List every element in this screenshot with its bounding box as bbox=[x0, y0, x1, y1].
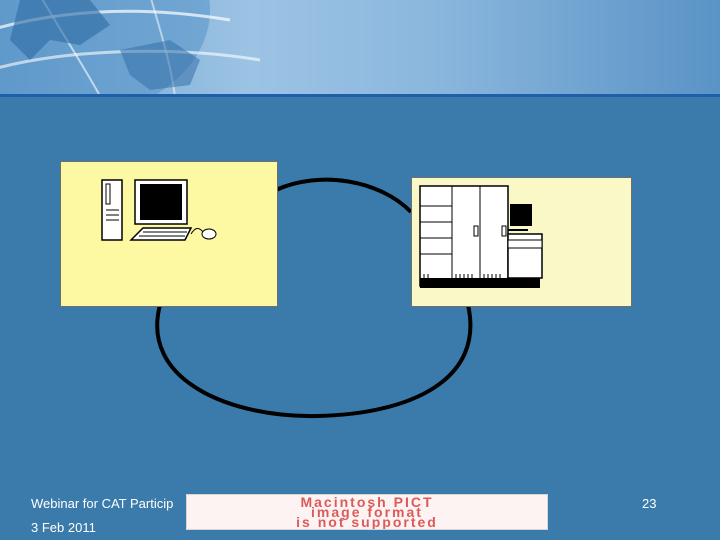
desktop-computer-icon bbox=[101, 179, 217, 241]
placeholder-line-1: Macintosh PICT bbox=[300, 494, 434, 510]
header-banner bbox=[0, 0, 720, 96]
globe-graphic bbox=[0, 0, 261, 96]
footer-title: Webinar for CAT Particip bbox=[31, 496, 174, 511]
unsupported-image-placeholder: Macintosh PICT image format is not suppo… bbox=[186, 494, 548, 530]
server-rack-icon bbox=[419, 185, 543, 288]
header-rule bbox=[0, 94, 720, 97]
placeholder-line-3: is not supported bbox=[296, 514, 438, 530]
placeholder-line-2: image format bbox=[311, 504, 423, 520]
server-panel bbox=[411, 177, 632, 307]
workstation-panel bbox=[60, 161, 278, 307]
footer-date: 3 Feb 2011 bbox=[31, 520, 96, 535]
page-number: 23 bbox=[642, 496, 657, 511]
